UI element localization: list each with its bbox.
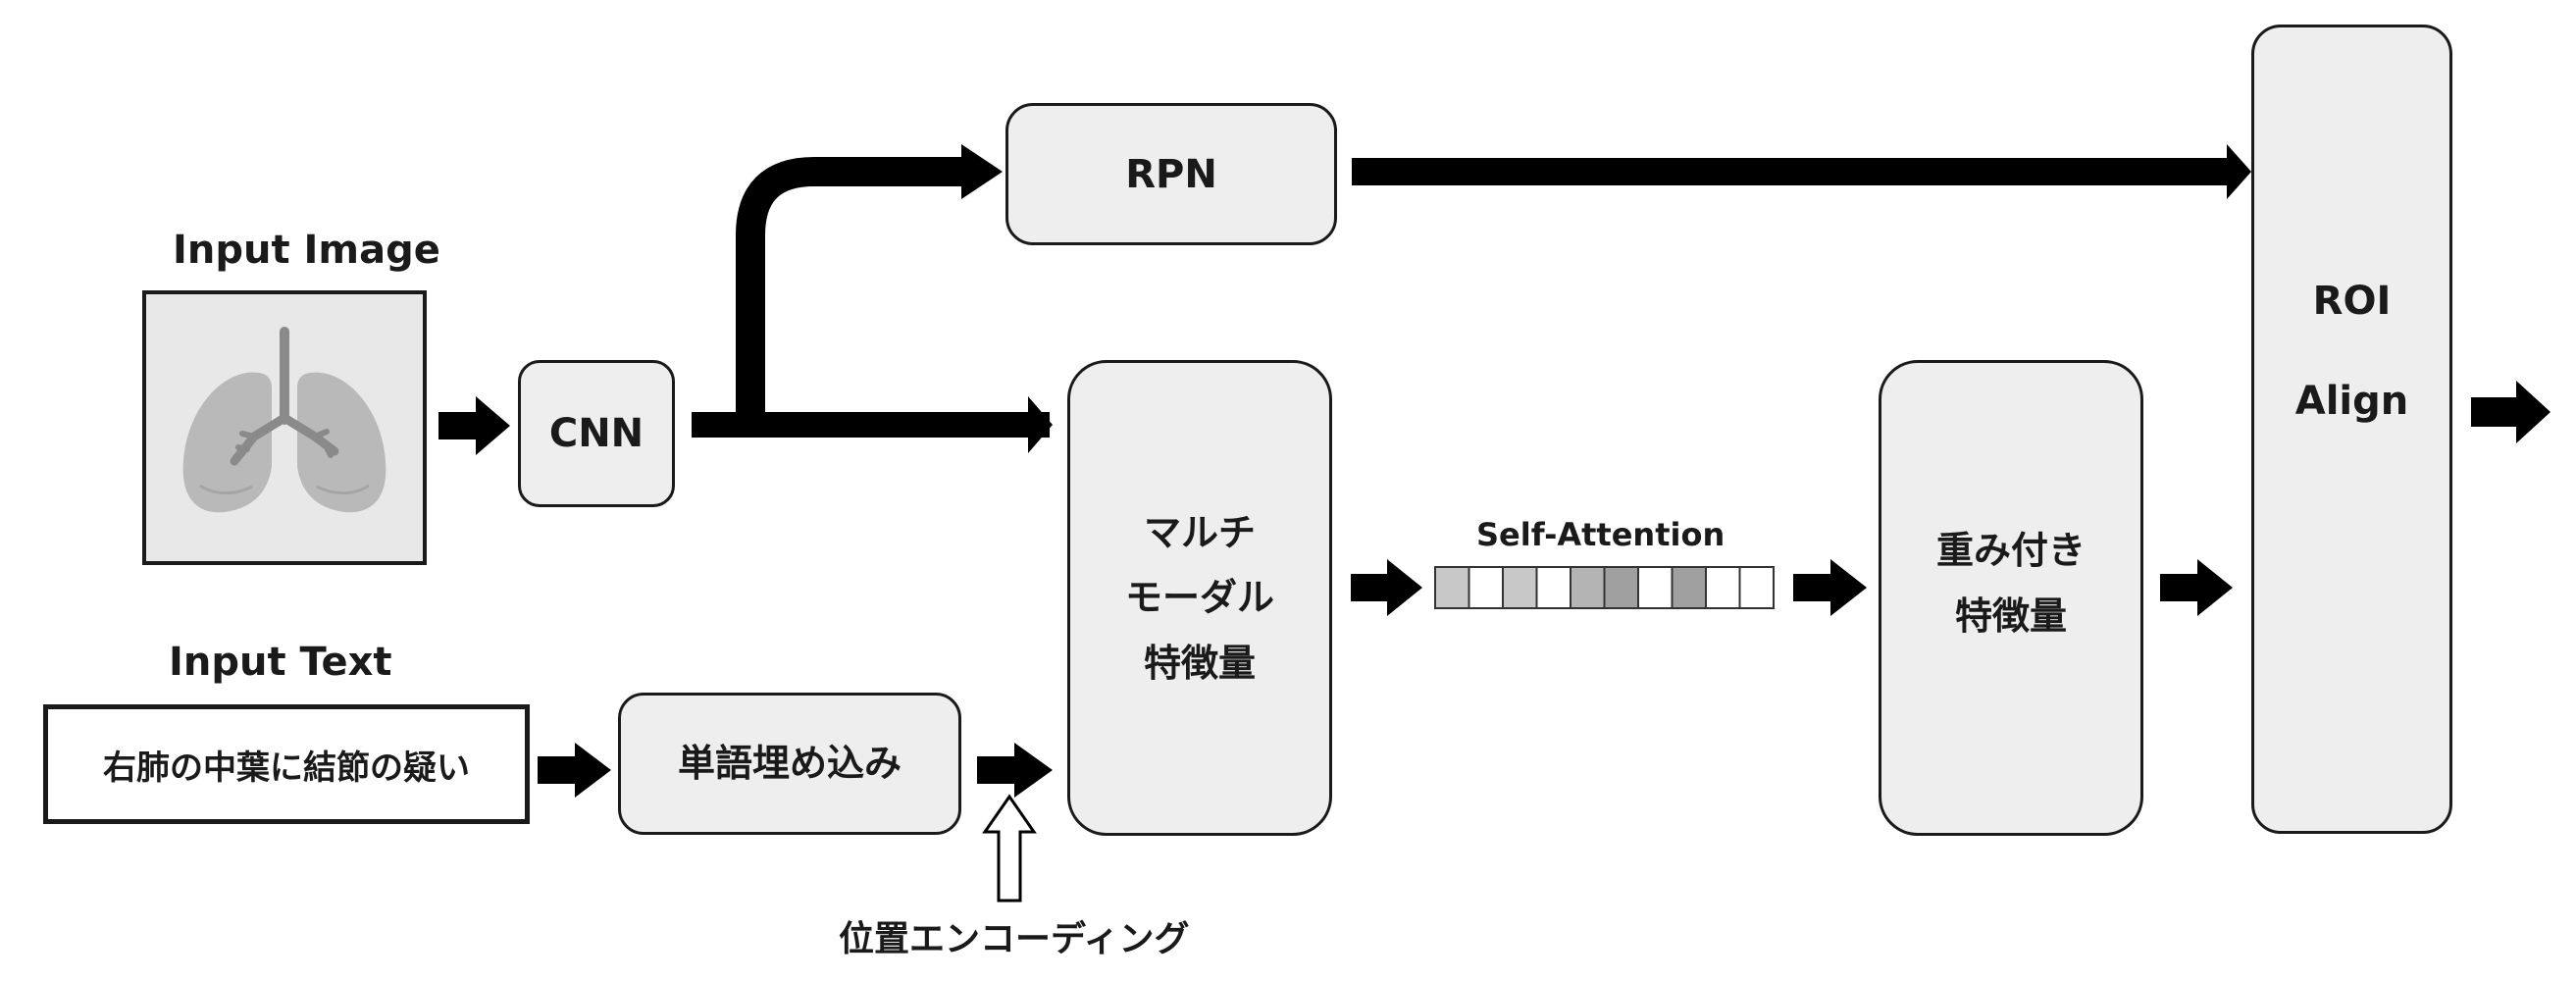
weighted-line-2: 特徴量 bbox=[1954, 594, 2067, 638]
multimodal-feature-block: マルチ モーダル 特徴量 bbox=[1067, 360, 1332, 836]
input-text-box: 右肺の中葉に結節の疑い bbox=[43, 704, 530, 824]
rpn-block: RPN bbox=[1005, 103, 1337, 245]
attention-cell bbox=[1705, 566, 1741, 609]
positional-encoding-label: 位置エンコーディング bbox=[839, 919, 1190, 959]
weighted-label: 重み付き 特徴量 bbox=[1936, 518, 2086, 648]
arrow-rpn-to-roi bbox=[1352, 144, 2251, 199]
cnn-block: CNN bbox=[518, 360, 675, 507]
arrow-roi-output bbox=[2471, 381, 2550, 443]
arrow-weighted-to-roi bbox=[2160, 559, 2233, 616]
arrow-image-to-cnn bbox=[438, 396, 510, 455]
roi-line-2: Align bbox=[2294, 378, 2409, 424]
word-embedding-block: 単語埋め込み bbox=[618, 693, 961, 835]
self-attention-strip bbox=[1434, 566, 1775, 609]
multimodal-line-3: 特徴量 bbox=[1143, 641, 1256, 685]
cnn-label: CNN bbox=[548, 411, 644, 456]
input-text-value: 右肺の中葉に結節の疑い bbox=[103, 748, 470, 788]
arrow-cnn-to-rpn bbox=[736, 144, 1003, 425]
input-image-label: Input Image bbox=[173, 228, 440, 273]
attention-cell bbox=[1434, 566, 1470, 609]
arrow-positional-encoding bbox=[982, 794, 1037, 903]
input-image-frame bbox=[142, 290, 427, 565]
weighted-feature-block: 重み付き 特徴量 bbox=[1879, 360, 2143, 836]
word-embedding-label: 単語埋め込み bbox=[677, 742, 902, 786]
roi-line-1: ROI bbox=[2312, 278, 2392, 324]
arrow-attention-to-weighted bbox=[1793, 559, 1867, 616]
weighted-line-1: 重み付き bbox=[1935, 529, 2086, 572]
attention-cell bbox=[1637, 566, 1674, 609]
attention-cell bbox=[1468, 566, 1504, 609]
attention-cell bbox=[1570, 566, 1606, 609]
attention-cell bbox=[1502, 566, 1538, 609]
attention-cell bbox=[1738, 566, 1775, 609]
multimodal-line-2: モーダル bbox=[1124, 576, 1274, 620]
attention-cell bbox=[1671, 566, 1707, 609]
lungs-icon bbox=[146, 294, 423, 561]
multimodal-label: マルチ モーダル 特徴量 bbox=[1125, 500, 1274, 697]
self-attention-label: Self-Attention bbox=[1476, 516, 1726, 553]
input-text-label: Input Text bbox=[169, 640, 392, 685]
roi-align-block: ROI Align bbox=[2251, 25, 2452, 834]
attention-cell bbox=[1603, 566, 1639, 609]
arrow-text-to-embedding bbox=[538, 743, 611, 798]
arrow-embedding-to-multimodal bbox=[977, 743, 1053, 798]
arrow-multimodal-to-attention bbox=[1351, 559, 1422, 616]
rpn-label: RPN bbox=[1125, 151, 1217, 197]
roi-align-label: ROI Align bbox=[2295, 251, 2409, 451]
multimodal-line-1: マルチ bbox=[1143, 510, 1256, 554]
attention-cell bbox=[1535, 566, 1571, 609]
